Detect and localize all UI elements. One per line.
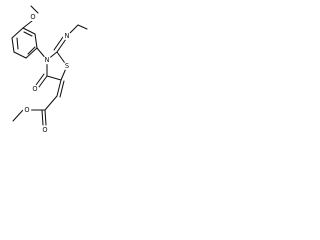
bond-imine-1 (56, 38, 67, 53)
bond-alkene-ester (44, 95, 58, 111)
bond-ester-carbonyl-2 (41, 109, 44, 126)
bond-ethyl-2 (77, 24, 88, 30)
ester-oxygen-background (22, 105, 32, 115)
bond-ethyl-1 (69, 24, 79, 34)
chemical-structure: O N N S O O O (11, 5, 88, 135)
bond-exocyclic-alkene-2 (59, 80, 65, 98)
bond-aryl-inner-2 (27, 46, 36, 55)
bond-methoxy-aryl (22, 20, 33, 29)
atom-label-layer: O N N S O O O (24, 13, 69, 134)
methoxy-oxygen-label: O (30, 13, 35, 21)
bond-carbonyl-1 (38, 75, 48, 88)
bond-ester-methyl (12, 109, 24, 122)
bond-methoxy-methyl (30, 5, 39, 14)
bond-layer (11, 5, 88, 126)
ring-nitrogen-label: N (45, 56, 50, 64)
bond-aryl-1 (11, 27, 24, 39)
carbonyl-oxygen-label: O (32, 85, 37, 93)
ring-sulfur-label: S (65, 62, 69, 70)
imine-nitrogen-label: N (65, 32, 70, 40)
bond-ester-carbonyl-1 (44, 109, 47, 126)
bond-aryl-5 (34, 33, 38, 49)
ester-oxygen-label: O (24, 106, 29, 114)
ring-sulfur-background (62, 61, 72, 71)
ring-nitrogen-background (42, 55, 52, 65)
label-background-layer (22, 12, 72, 135)
bond-c5-c4 (46, 75, 62, 81)
bond-aryl-3 (13, 51, 27, 59)
bond-exocyclic-alkene-1 (56, 79, 62, 97)
bond-aryl-inner-1 (16, 37, 19, 50)
ester-carbonyl-oxygen-label: O (42, 126, 47, 134)
bond-imine-2 (53, 36, 64, 51)
bond-aryl-4 (25, 47, 38, 59)
bond-aryl-inner-3 (23, 31, 33, 37)
imine-nitrogen-background (62, 31, 72, 41)
bond-carbonyl-2 (35, 73, 45, 86)
methoxy-oxygen-background (28, 12, 38, 22)
bond-aryl-2 (11, 37, 15, 53)
bond-aryl-6 (22, 27, 36, 35)
ester-carbonyl-oxygen-background (40, 125, 50, 135)
carbonyl-oxygen-background (30, 84, 40, 94)
